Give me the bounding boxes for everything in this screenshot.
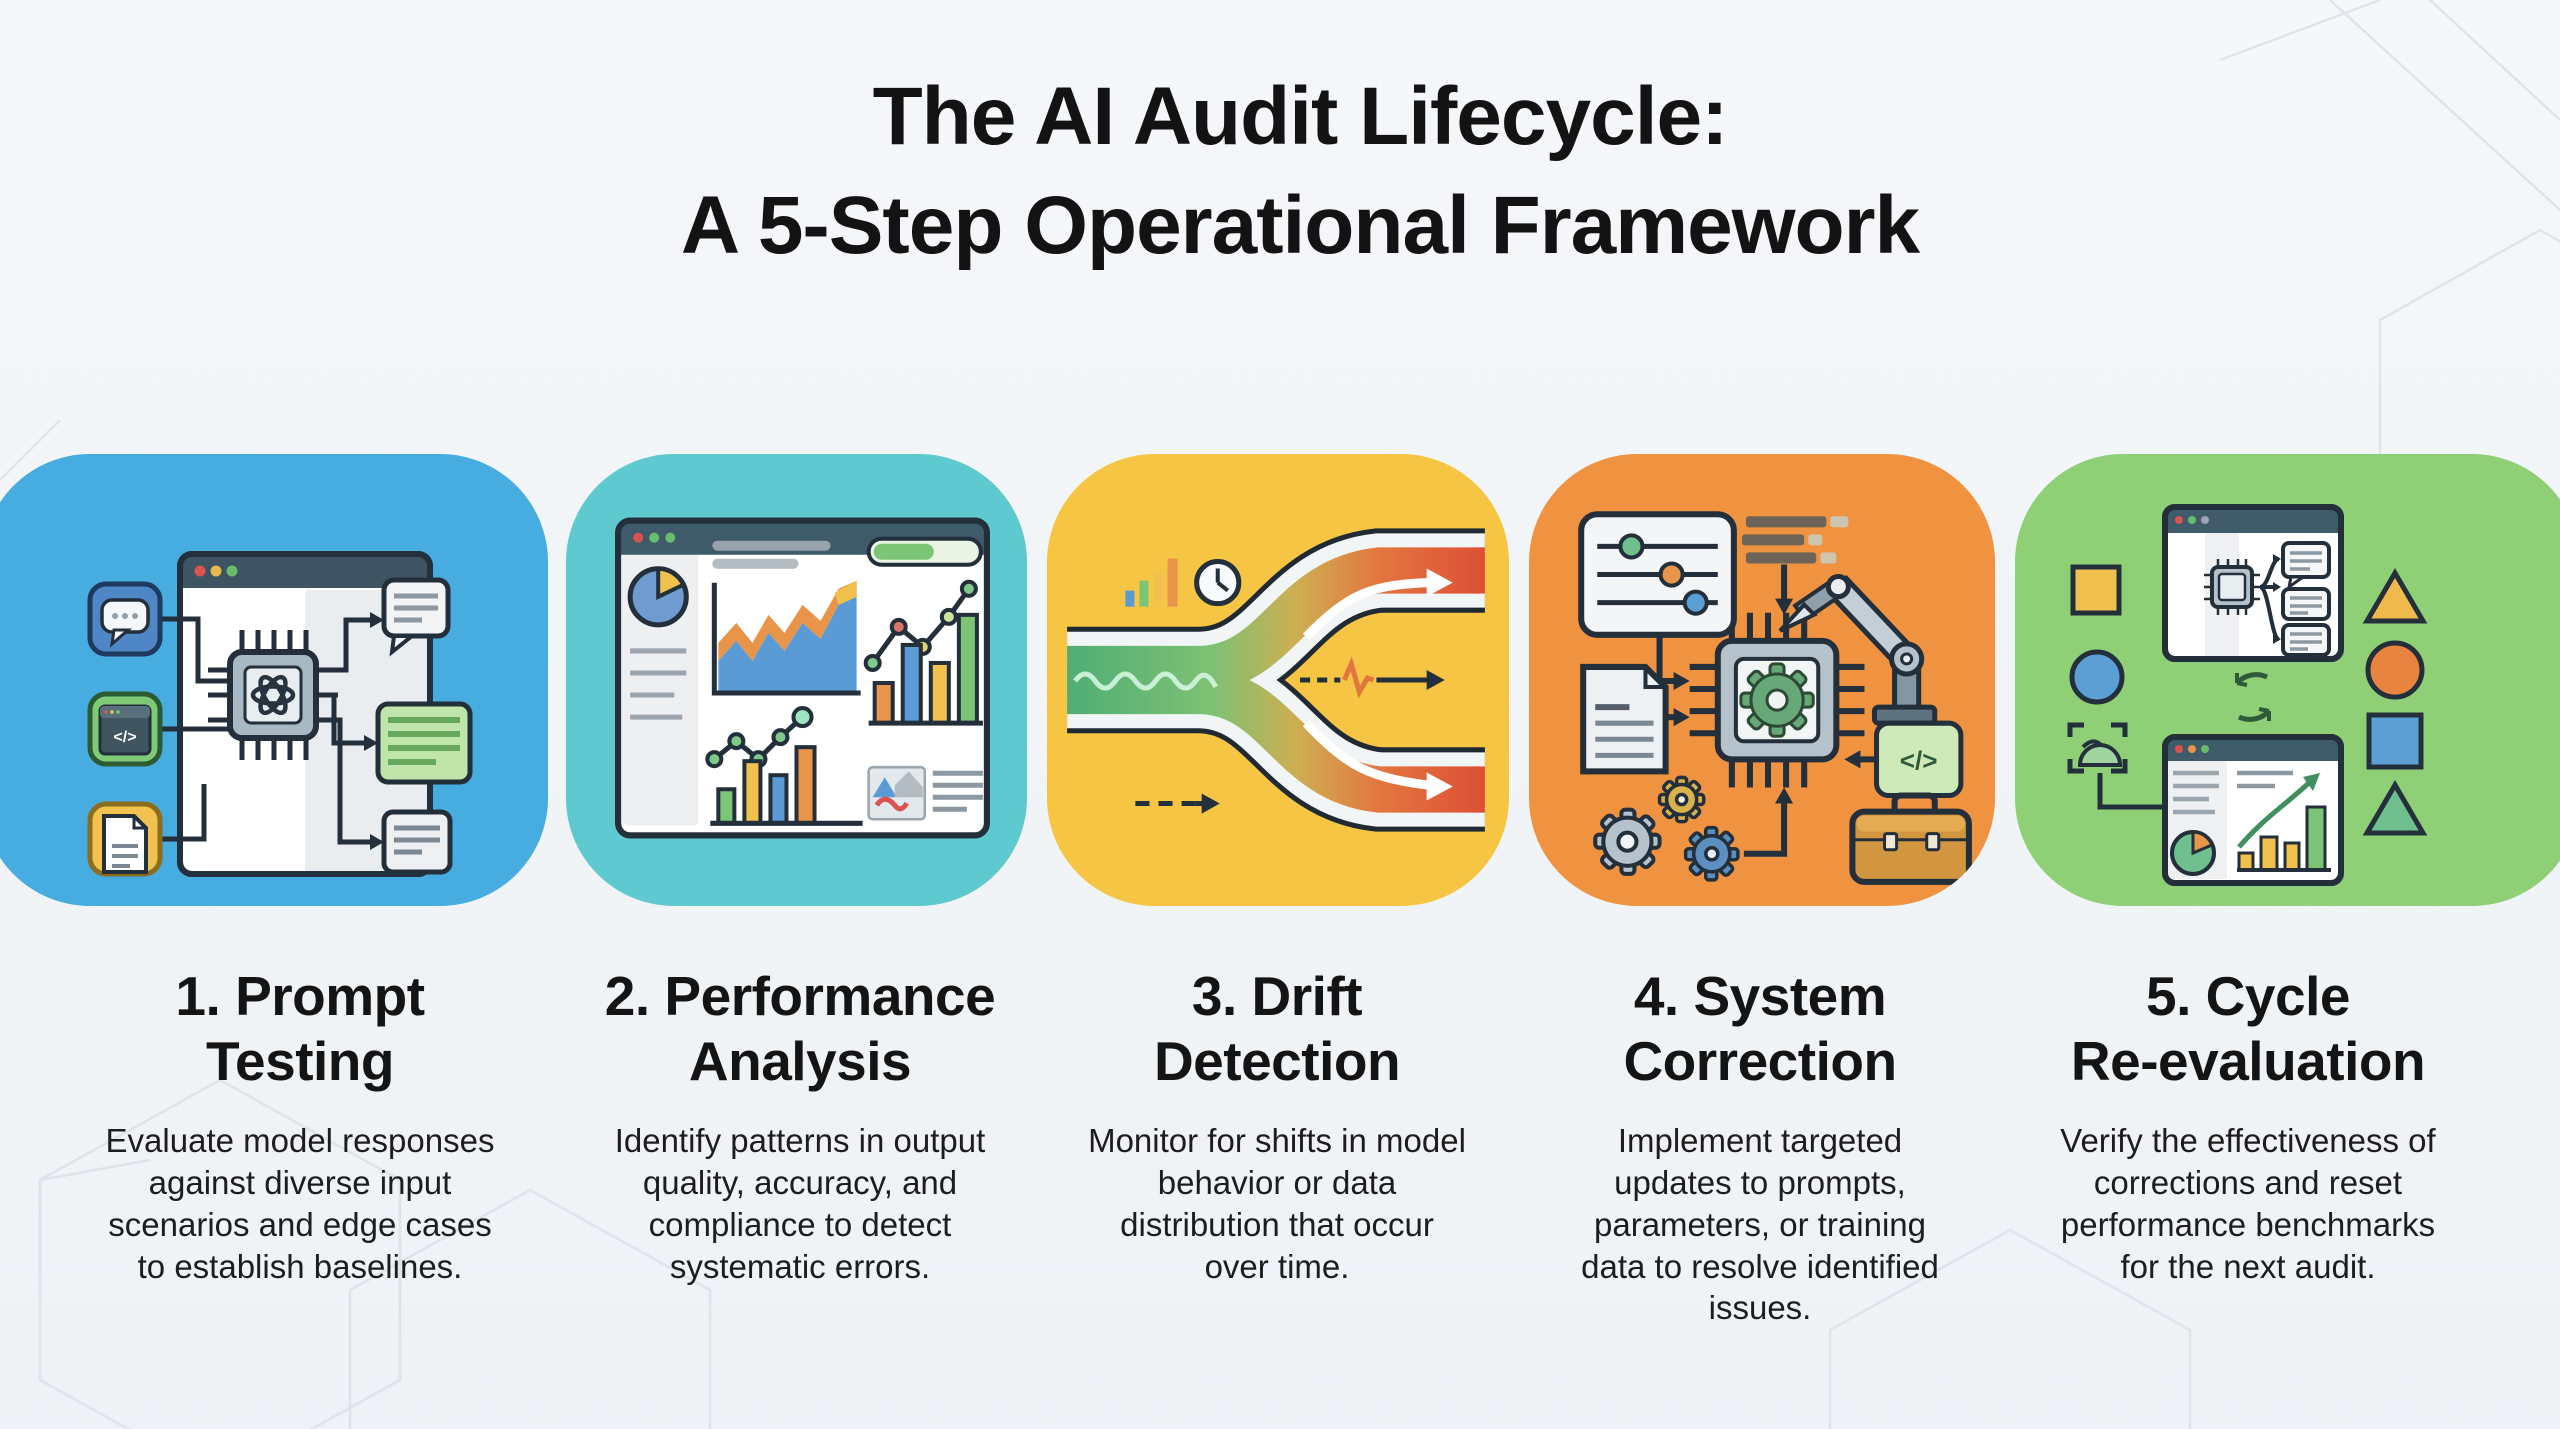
response-green-text-icon — [375, 701, 473, 785]
area-chart-icon — [711, 580, 861, 696]
step-1-heading: 1. Prompt Testing — [60, 964, 540, 1094]
step-5-heading-line2: Re-evaluation — [2070, 1029, 2426, 1092]
gear-icon — [1739, 662, 1815, 738]
clock-icon — [1194, 558, 1242, 607]
growth-bars-icon — [2237, 773, 2331, 872]
progress-pill — [866, 536, 983, 567]
step-2-heading-line1: 2. Performance — [604, 965, 996, 1027]
diverging-streams-illustration — [1067, 528, 1485, 832]
bar-chart-icon — [868, 612, 983, 726]
orange-circle-icon — [2365, 640, 2425, 700]
step-2-heading-line2: Analysis — [688, 1029, 912, 1092]
blue-circle-icon — [2069, 649, 2125, 705]
refresh-cycle-icon — [2235, 672, 2271, 722]
step-5-text: 5. Cycle Re-evaluation Verify the effect… — [2008, 964, 2488, 1287]
step-2-text: 2. Performance Analysis Identify pattern… — [560, 964, 1040, 1287]
step-5-heading: 5. Cycle Re-evaluation — [2008, 964, 2488, 1094]
anomaly-signal-icon — [1300, 656, 1445, 699]
step-1-text: 1. Prompt Testing Evaluate model respons… — [60, 964, 540, 1287]
step-4-text: 4. System Correction Implement targeted … — [1520, 964, 2000, 1329]
response-bubble-icon — [381, 577, 451, 657]
step-4-heading-line2: Correction — [1623, 1029, 1897, 1092]
code-block-icon: </> — [1873, 720, 1964, 799]
mini-output-blocks — [2258, 541, 2331, 657]
step-3-text: 3. Drift Detection Monitor for shifts in… — [1037, 964, 1517, 1287]
robot-arm-icon — [1778, 574, 1938, 726]
orange-triangle-icon — [2362, 568, 2428, 624]
yellow-square-icon — [2070, 564, 2122, 616]
diverging-stream-icon — [1067, 528, 1485, 832]
toolbox-icon — [1849, 792, 1972, 885]
gears-cluster-icon — [1593, 775, 1740, 882]
step-3-heading-line1: 3. Drift — [1191, 965, 1363, 1027]
step-3-heading: 3. Drift Detection — [1037, 964, 1517, 1094]
card-prompt-testing: </> — [0, 454, 548, 906]
page-title-line2: A 5-Step Operational Framework — [680, 180, 1920, 272]
blue-square-icon — [2366, 712, 2424, 770]
prompt-testing-pipeline-illustration: </> — [87, 551, 473, 877]
reevaluation-loop-illustration — [2067, 504, 2428, 886]
card-cycle-reevaluation — [2015, 454, 2560, 906]
step-3-description: Monitor for shifts in model behavior or … — [1088, 1121, 1466, 1285]
line-chart-icon — [863, 579, 978, 672]
page-title: The AI Audit Lifecycle: A 5-Step Operati… — [30, 62, 2560, 280]
scan-user-icon — [2067, 722, 2163, 810]
step-1-heading-line1: 1. Prompt — [175, 965, 425, 1027]
step-4-description: Implement targeted updates to prompts, p… — [1581, 1121, 1939, 1327]
chip-repair-illustration: </> — [1578, 511, 1972, 885]
analytics-dashboard-illustration — [615, 517, 990, 839]
cpu-chip-icon — [1689, 612, 1865, 788]
step-4-heading: 4. System Correction — [1520, 964, 2000, 1094]
pie-chart-icon — [627, 566, 689, 628]
step-1-description: Evaluate model responses against diverse… — [105, 1121, 495, 1285]
step-2-description: Identify patterns in output quality, acc… — [614, 1121, 986, 1285]
document-input-icon — [87, 801, 163, 877]
line-bar-combo-icon — [705, 706, 863, 826]
response-gray-text-icon — [381, 809, 453, 875]
step-5-heading-line1: 5. Cycle — [2146, 965, 2350, 1027]
mini-pie-icon — [2170, 830, 2216, 876]
sidebar-text-lines — [630, 648, 687, 720]
ai-logo-icon — [250, 674, 296, 716]
green-triangle-icon — [2362, 780, 2428, 836]
card-drift-detection — [1047, 454, 1509, 906]
mini-bar-chart-icon — [1125, 558, 1178, 607]
chat-input-icon — [87, 581, 163, 657]
step-2-heading: 2. Performance Analysis — [560, 964, 1040, 1094]
svg-text:</>: </> — [113, 729, 136, 746]
page-title-line1: The AI Audit Lifecycle: — [872, 71, 1729, 162]
thumbnail-image-icon — [867, 765, 927, 821]
top-browser-window — [2162, 504, 2344, 662]
code-input-icon: </> — [87, 691, 163, 767]
document-icon — [1580, 663, 1669, 775]
dashboard-title-lines — [712, 540, 831, 569]
dashed-arrow-icon — [1135, 793, 1220, 814]
step-4-heading-line1: 4. System — [1633, 965, 1887, 1027]
step-1-heading-line2: Testing — [206, 1029, 394, 1092]
caption-text-lines — [932, 770, 983, 812]
bottom-browser-window — [2162, 734, 2344, 886]
card-performance-analysis — [566, 454, 1027, 906]
mini-chip-icon — [2204, 559, 2260, 615]
step-5-description: Verify the effectiveness of corrections … — [2060, 1121, 2436, 1285]
step-3-heading-line2: Detection — [1153, 1029, 1401, 1092]
card-system-correction: </> — [1529, 454, 1995, 906]
ai-chip-icon — [208, 630, 338, 760]
redacted-text-lines — [1741, 516, 1849, 564]
svg-text:</>: </> — [1900, 745, 1938, 775]
sliders-panel-icon — [1578, 511, 1737, 638]
